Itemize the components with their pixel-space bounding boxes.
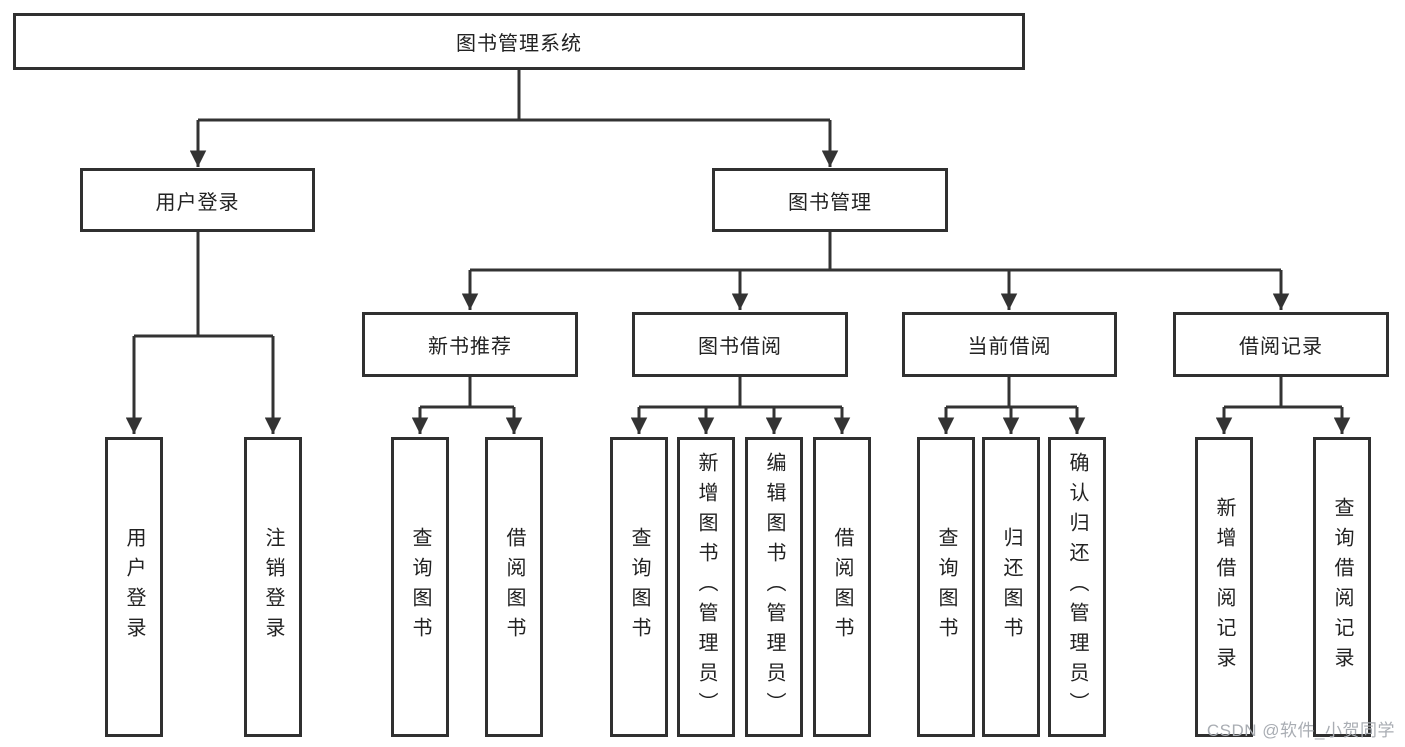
leaf-borrow-books-recommend: 借阅图书 (485, 437, 543, 737)
node-book-borrowing: 图书借阅 (632, 312, 848, 377)
leaf-borrow-books-borrowing: 借阅图书 (813, 437, 871, 737)
node-current-borrowing: 当前借阅 (902, 312, 1117, 377)
node-borrowing-records: 借阅记录 (1173, 312, 1389, 377)
leaf-return-books: 归还图书 (982, 437, 1040, 737)
leaf-query-books-borrowing: 查询图书 (610, 437, 668, 737)
node-user-login: 用户登录 (80, 168, 315, 232)
leaf-query-books-current: 查询图书 (917, 437, 975, 737)
csdn-watermark: CSDN @软件_小贺同学 (1206, 721, 1395, 740)
leaf-confirm-return-admin: 确认归还（管理员） (1048, 437, 1106, 737)
leaf-edit-books-admin: 编辑图书（管理员） (745, 437, 803, 737)
leaf-query-borrow-record: 查询借阅记录 (1313, 437, 1371, 737)
node-library-management-system: 图书管理系统 (13, 13, 1025, 70)
leaf-logout: 注销登录 (244, 437, 302, 737)
leaf-add-borrow-record: 新增借阅记录 (1195, 437, 1253, 737)
node-book-management: 图书管理 (712, 168, 948, 232)
leaf-user-login: 用户登录 (105, 437, 163, 737)
leaf-query-books-recommend: 查询图书 (391, 437, 449, 737)
node-new-book-recommendation: 新书推荐 (362, 312, 578, 377)
leaf-add-books-admin: 新增图书（管理员） (677, 437, 735, 737)
